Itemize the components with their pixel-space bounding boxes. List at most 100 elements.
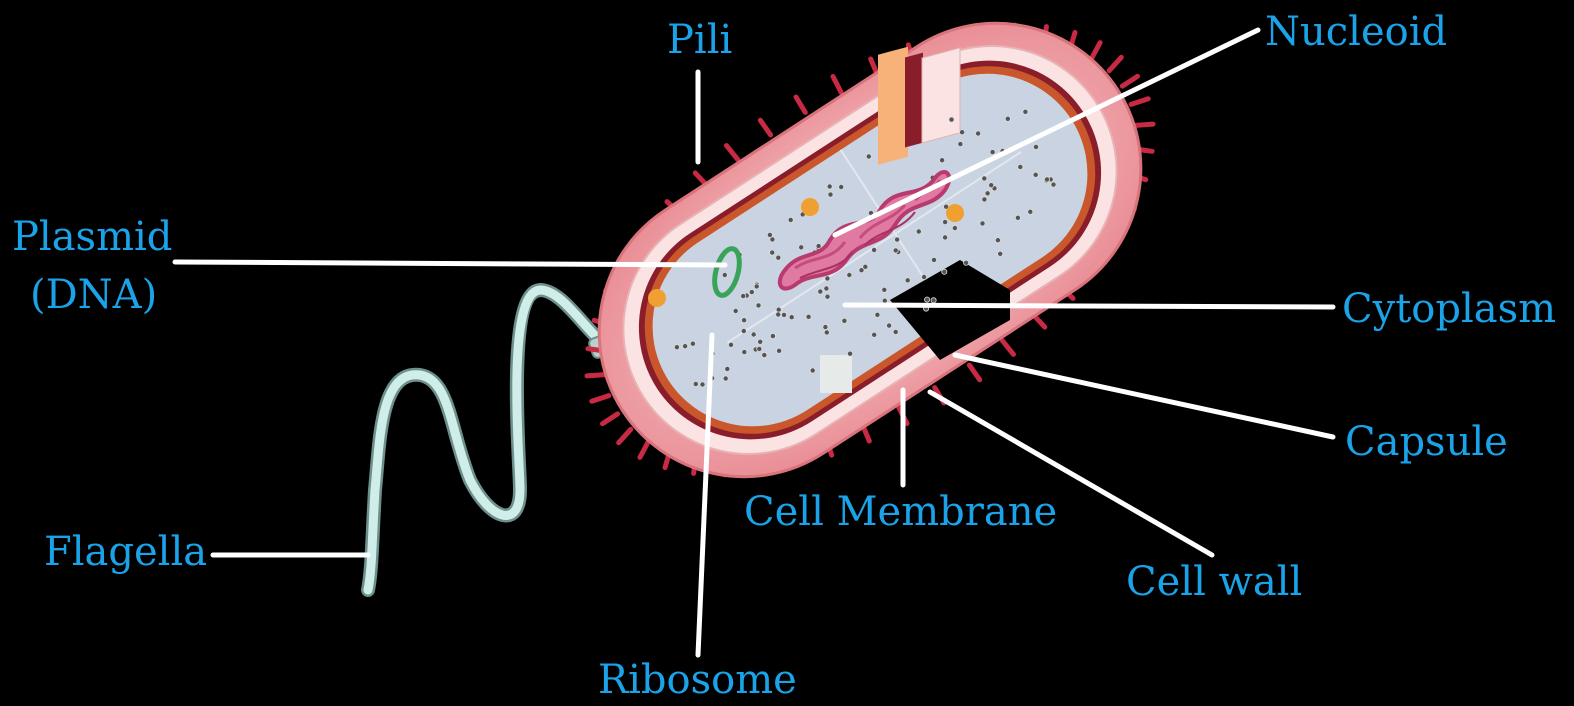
ribosome-dot bbox=[777, 348, 782, 353]
ribosome-dot bbox=[893, 248, 898, 253]
ribosome-dot bbox=[859, 268, 864, 273]
ribosome-dot bbox=[1033, 144, 1038, 149]
ribosome-dot bbox=[842, 318, 847, 323]
ribosome-dot bbox=[931, 257, 936, 262]
ribosome-dot bbox=[847, 272, 852, 277]
ribosome-dot bbox=[754, 284, 759, 289]
pilus bbox=[1092, 43, 1101, 59]
ribosome-dot bbox=[789, 315, 794, 320]
ribosome-dot bbox=[995, 238, 1000, 243]
ribosome-dot bbox=[848, 351, 853, 356]
ribosome-dot bbox=[1018, 164, 1023, 169]
ribosome-dot bbox=[942, 269, 947, 274]
plasmid-leader bbox=[175, 262, 725, 265]
ribosome-dot bbox=[839, 184, 844, 189]
pilus bbox=[1122, 76, 1137, 86]
ribosome-dot bbox=[989, 183, 994, 188]
pilus bbox=[833, 77, 841, 93]
ribosome-dot bbox=[931, 298, 936, 303]
ribosome-dot bbox=[776, 255, 781, 260]
ribosome-dot bbox=[824, 330, 829, 335]
ribosome-dot bbox=[722, 272, 727, 277]
ribosome-dot bbox=[828, 192, 833, 197]
ribosome-dot bbox=[895, 237, 900, 242]
ribosome-dot bbox=[693, 381, 698, 386]
ribosome-dot bbox=[742, 350, 747, 355]
ribosome-dot bbox=[940, 158, 945, 163]
ribosome-dot bbox=[998, 251, 1003, 256]
ribosome-dot bbox=[943, 235, 948, 240]
ribosome-dot bbox=[872, 332, 877, 337]
ribosome-dot bbox=[882, 298, 887, 303]
ribosome-dot bbox=[827, 184, 832, 189]
ribosome-dot bbox=[980, 221, 985, 226]
pilus bbox=[1002, 340, 1013, 354]
label-plasmid: Plasmid bbox=[12, 215, 172, 259]
ribosome-dot bbox=[799, 245, 804, 250]
ribosome-dot bbox=[985, 191, 990, 196]
ribosome-dot bbox=[806, 314, 811, 319]
pilus bbox=[603, 414, 618, 424]
ribosome-dot bbox=[733, 308, 738, 313]
ribosome-dot bbox=[776, 307, 781, 312]
ribosome-dot bbox=[976, 131, 981, 136]
pilus bbox=[796, 97, 805, 112]
ribosome-dot bbox=[700, 382, 705, 387]
label-flagella: Flagella bbox=[44, 530, 207, 574]
ribosome-dot bbox=[964, 260, 969, 265]
pilus bbox=[1131, 99, 1148, 105]
pilus bbox=[969, 365, 979, 380]
ribosome-dot bbox=[690, 341, 695, 346]
label-cytoplasm: Cytoplasm bbox=[1342, 287, 1556, 331]
ribosome-dot bbox=[958, 142, 963, 147]
label-cell-wall: Cell wall bbox=[1126, 560, 1302, 604]
ribosome-dot bbox=[960, 130, 965, 135]
ribosome-dot bbox=[943, 220, 948, 225]
pilus bbox=[1135, 124, 1153, 125]
ribosome-dot bbox=[781, 312, 786, 317]
ribosome-dot bbox=[770, 334, 775, 339]
ribosome-dot bbox=[1015, 215, 1020, 220]
pilus bbox=[760, 120, 770, 135]
ribosome-dot bbox=[725, 366, 730, 371]
ribosome-dot bbox=[893, 329, 898, 334]
ribosome-dot bbox=[818, 289, 823, 294]
ribosome-dot bbox=[905, 278, 910, 283]
label-pili: Pili bbox=[667, 18, 732, 62]
ribosome-dot bbox=[825, 294, 830, 299]
ribosome-dot bbox=[887, 323, 892, 328]
ribosome-dot bbox=[824, 286, 829, 291]
ribosome-dot bbox=[751, 332, 756, 337]
ribosome-dot bbox=[788, 217, 793, 222]
ribosome-dot bbox=[1051, 182, 1056, 187]
ribosome-dot bbox=[762, 353, 767, 358]
ribosome-dot bbox=[1023, 109, 1028, 114]
ribosome-dot bbox=[810, 368, 815, 373]
pilus bbox=[640, 442, 649, 458]
capsule-leader bbox=[955, 355, 1333, 437]
ribosome-dot bbox=[758, 339, 763, 344]
label-ribosome: Ribosome bbox=[598, 658, 797, 702]
ribosome-dot bbox=[866, 154, 871, 159]
ribosome-dot bbox=[1028, 209, 1033, 214]
ribosome-dot bbox=[674, 345, 679, 350]
pilus bbox=[727, 146, 738, 160]
ribosome-dot bbox=[767, 232, 772, 237]
ribosome-dot bbox=[925, 297, 930, 302]
ribosome-dot bbox=[922, 274, 927, 279]
ribosome-dot bbox=[916, 229, 921, 234]
ribosome-dot bbox=[770, 250, 775, 255]
label-cell-membrane: Cell Membrane bbox=[744, 490, 1057, 534]
ribosome-dot bbox=[776, 312, 781, 317]
ribosome-dot bbox=[757, 346, 762, 351]
pilus bbox=[1109, 57, 1121, 70]
label-capsule: Capsule bbox=[1345, 420, 1508, 464]
pilus bbox=[592, 396, 609, 402]
ribosome-dot bbox=[982, 176, 987, 181]
ribosome-dot bbox=[1033, 172, 1038, 177]
ribosome-dot bbox=[728, 342, 733, 347]
ribosome-dot bbox=[825, 276, 830, 281]
pilus bbox=[619, 429, 631, 442]
ribosome-dot bbox=[990, 150, 995, 155]
